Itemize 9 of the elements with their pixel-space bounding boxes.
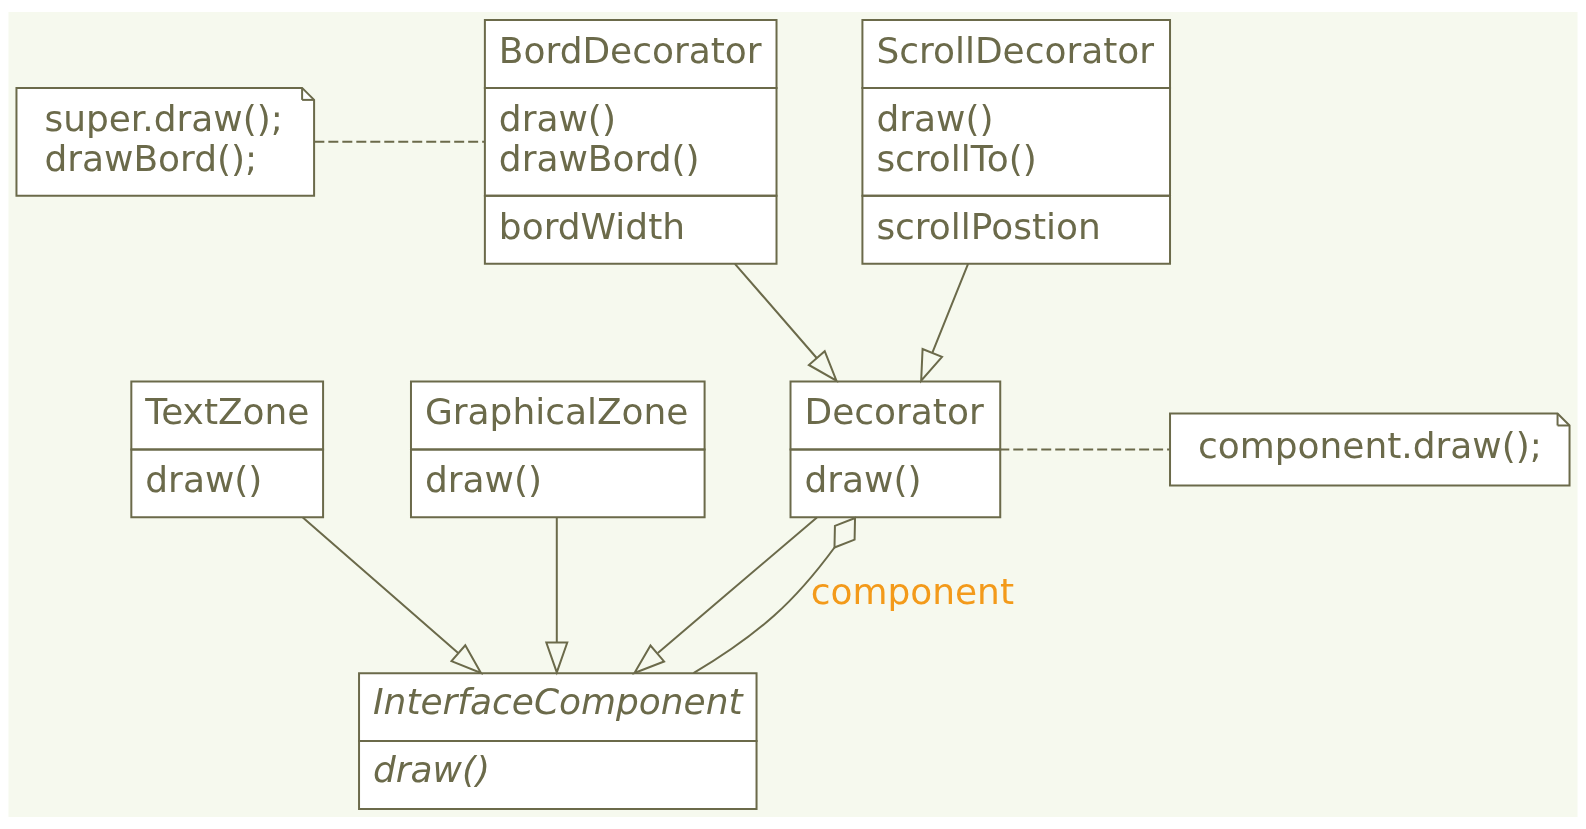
arrow	[733, 262, 839, 384]
connector	[692, 516, 857, 675]
edge-label: component	[810, 571, 1015, 613]
arrow	[301, 516, 484, 675]
arrow	[920, 262, 970, 384]
connector	[998, 448, 1171, 451]
connector	[313, 140, 486, 143]
arrow	[632, 516, 818, 675]
arrow	[544, 516, 569, 676]
